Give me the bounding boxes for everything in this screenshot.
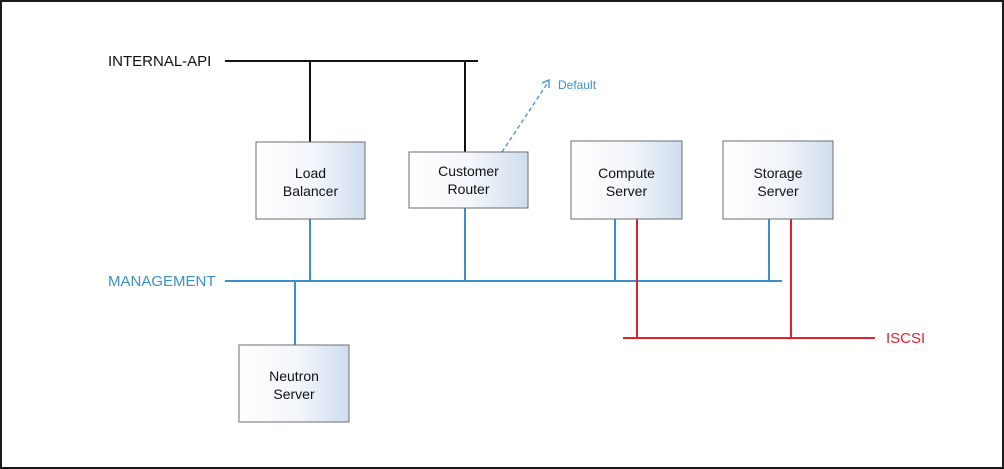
neutron-server-label-line1: Neutron xyxy=(269,368,319,384)
storage-server-node[interactable]: Storage Server xyxy=(722,140,834,220)
load-balancer-label-line2: Balancer xyxy=(283,183,339,199)
customer-router-box xyxy=(408,151,529,209)
load-balancer-box xyxy=(255,141,366,220)
storage-server-box xyxy=(722,140,834,220)
compute-server-label-line2: Server xyxy=(606,183,648,199)
neutron-server-label-line2: Server xyxy=(273,386,315,402)
storage-server-label-line1: Storage xyxy=(753,165,802,181)
load-balancer-label-line1: Load xyxy=(295,165,326,181)
default-route-label: Default xyxy=(558,78,597,92)
storage-server-label-line2: Server xyxy=(757,183,799,199)
internal-api-label: INTERNAL-API xyxy=(108,53,211,70)
load-balancer-node[interactable]: Load Balancer xyxy=(255,141,366,220)
compute-server-node[interactable]: Compute Server xyxy=(570,140,683,220)
customer-router-node[interactable]: Customer Router xyxy=(408,151,529,209)
iscsi-network: ISCSI xyxy=(623,219,925,347)
customer-router-label-line2: Router xyxy=(447,181,489,197)
management-network: MANAGEMENT xyxy=(108,208,782,345)
compute-server-label-line1: Compute xyxy=(598,165,655,181)
customer-router-label-line1: Customer xyxy=(438,163,499,179)
default-route: Default xyxy=(501,78,597,153)
compute-server-box xyxy=(570,140,683,220)
default-route-dashed-line xyxy=(501,83,548,153)
iscsi-label: ISCSI xyxy=(886,330,925,347)
default-route-arrowhead xyxy=(541,79,550,88)
internal-api-network: INTERNAL-API xyxy=(108,53,478,152)
neutron-server-node[interactable]: Neutron Server xyxy=(238,344,350,423)
management-label: MANAGEMENT xyxy=(108,273,216,290)
neutron-server-box xyxy=(238,344,350,423)
